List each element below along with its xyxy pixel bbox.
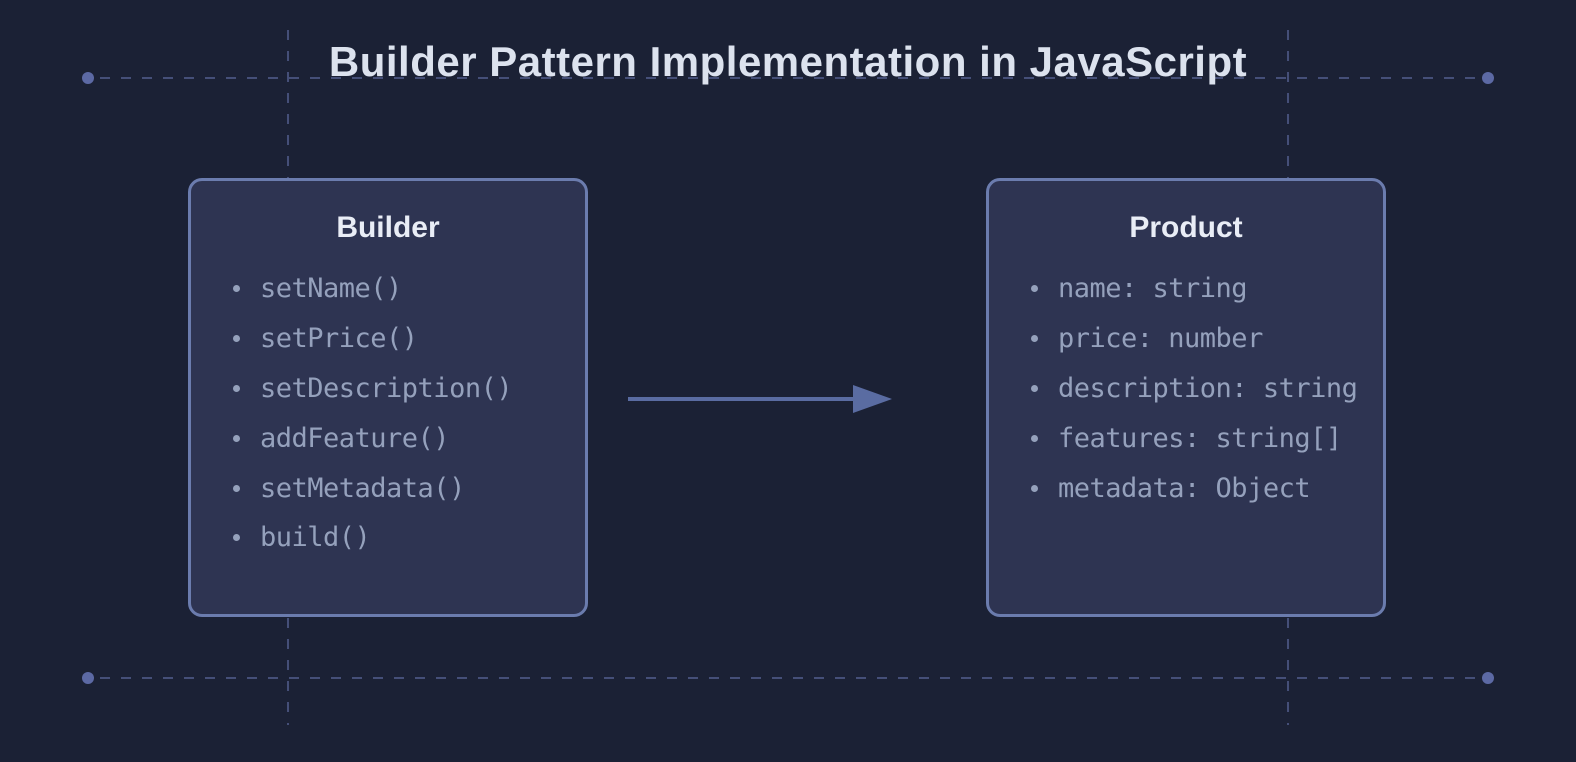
list-item: addFeature()	[233, 413, 579, 463]
list-item: description: string	[1031, 364, 1377, 414]
list-item: setDescription()	[233, 364, 579, 414]
bullet-icon	[1031, 285, 1038, 293]
corner-dot-icon	[1482, 72, 1494, 84]
list-item: build()	[233, 513, 579, 563]
product-node: Product name: string price: number descr…	[986, 178, 1386, 617]
list-item: price: number	[1031, 314, 1377, 364]
bullet-icon	[233, 384, 240, 392]
bullet-icon	[233, 434, 240, 442]
diagram-title: Builder Pattern Implementation in JavaSc…	[328, 38, 1248, 85]
property-label: name: string	[1058, 273, 1248, 305]
builder-method-list: setName() setPrice() setDescription() ad…	[233, 264, 579, 563]
corner-dot-icon	[82, 72, 94, 84]
method-label: setMetadata()	[260, 472, 465, 504]
list-item: features: string[]	[1031, 413, 1377, 463]
bullet-icon	[1031, 384, 1038, 392]
method-label: build()	[260, 522, 371, 554]
property-label: features: string[]	[1058, 422, 1342, 454]
property-label: description: string	[1058, 372, 1358, 404]
guide-line-top	[100, 77, 1480, 79]
property-label: price: number	[1058, 323, 1263, 355]
list-item: setPrice()	[233, 314, 579, 364]
builder-node: Builder setName() setPrice() setDescript…	[188, 178, 588, 617]
property-label: metadata: Object	[1058, 472, 1311, 504]
list-item: setMetadata()	[233, 463, 579, 513]
list-item: metadata: Object	[1031, 463, 1377, 513]
method-label: setPrice()	[260, 323, 418, 355]
builder-node-title: Builder	[336, 211, 440, 244]
guide-line-bottom	[100, 677, 1480, 679]
method-label: setDescription()	[260, 372, 513, 404]
bullet-icon	[233, 484, 240, 492]
arrow-right-icon	[628, 385, 892, 413]
bullet-icon	[1031, 335, 1038, 343]
list-item: name: string	[1031, 264, 1377, 314]
corner-dot-icon	[82, 672, 94, 684]
bullet-icon	[233, 534, 240, 542]
method-label: setName()	[260, 273, 402, 305]
bullet-icon	[233, 335, 240, 343]
product-node-title: Product	[1129, 211, 1243, 244]
bullet-icon	[1031, 484, 1038, 492]
method-label: addFeature()	[260, 422, 450, 454]
bullet-icon	[1031, 434, 1038, 442]
product-property-list: name: string price: number description: …	[1031, 264, 1377, 513]
list-item: setName()	[233, 264, 579, 314]
corner-dot-icon	[1482, 672, 1494, 684]
bullet-icon	[233, 285, 240, 293]
